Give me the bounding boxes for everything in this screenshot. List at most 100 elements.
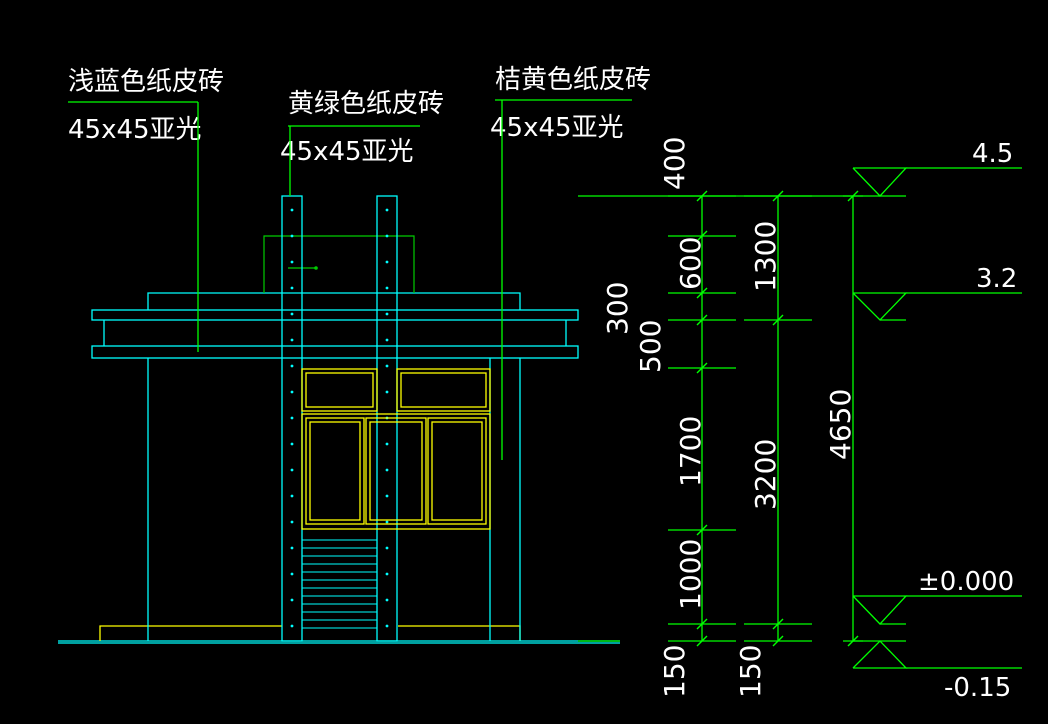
elevation-marker-3-2: 3.2 xyxy=(852,264,1022,321)
column-dot xyxy=(290,442,294,446)
col1-tick-slash xyxy=(696,524,708,536)
col1-tick-slash xyxy=(696,362,708,374)
transom-left xyxy=(301,368,378,412)
window-pane-3-inner xyxy=(431,421,483,521)
column-right-dots xyxy=(385,208,389,628)
dim-text-150-a: 150 xyxy=(658,645,691,698)
annotation-right: 桔黄色纸皮砖 45x45亚光 xyxy=(490,65,651,460)
window-pane-1-inner xyxy=(309,421,361,521)
column-dot xyxy=(290,416,294,420)
column-dot xyxy=(290,494,294,498)
elev-text-0: ±0.000 xyxy=(918,567,1014,597)
col3-tick-slash xyxy=(847,190,859,202)
dimension-system: 400 600 300 500 1700 1000 150 1300 3200 … xyxy=(578,137,906,698)
window-pane-2-inner xyxy=(369,421,423,521)
column-dot xyxy=(385,598,389,602)
dim-text-600: 600 xyxy=(674,237,707,290)
column-dot xyxy=(290,468,294,472)
note-middle-name: 黄绿色纸皮砖 xyxy=(288,89,444,119)
column-dot xyxy=(385,260,389,264)
roof-slab-bottom xyxy=(91,345,579,359)
note-left-name: 浅蓝色纸皮砖 xyxy=(68,67,224,97)
annotation-left: 浅蓝色纸皮砖 45x45亚光 xyxy=(68,67,224,352)
column-dot xyxy=(290,234,294,238)
column-dot xyxy=(290,624,294,628)
column-dot xyxy=(385,520,389,524)
column-dot xyxy=(385,572,389,576)
elev-text-3-2: 3.2 xyxy=(976,264,1017,294)
dim-text-500: 500 xyxy=(634,320,667,373)
column-dot xyxy=(385,312,389,316)
column-left-dots xyxy=(290,208,294,628)
transom-right xyxy=(396,368,491,412)
column-dot xyxy=(385,442,389,446)
elevation-marker-minus: -0.15 xyxy=(852,640,1022,703)
elevation-marker-4-5: 4.5 xyxy=(852,139,1022,197)
dim-text-4650: 4650 xyxy=(824,389,857,460)
building-elevation xyxy=(58,195,620,644)
elevation-markers: 4.5 3.2 ±0.000 -0.15 xyxy=(852,139,1022,703)
dim-text-1700: 1700 xyxy=(674,416,707,487)
col2-tick-slash xyxy=(772,635,784,647)
window-pane-3 xyxy=(427,417,487,525)
column-dot xyxy=(385,546,389,550)
column-dot xyxy=(385,286,389,290)
col2-tick-slash xyxy=(772,190,784,202)
steps xyxy=(302,539,377,629)
col1-tick-slash xyxy=(696,635,708,647)
col2-tick-slash xyxy=(772,618,784,630)
upper-box xyxy=(263,235,415,293)
column-dot xyxy=(290,260,294,264)
window-frame xyxy=(301,413,491,530)
dim-text-300: 300 xyxy=(601,282,634,335)
column-dot xyxy=(290,312,294,316)
elev-text-4-5: 4.5 xyxy=(972,139,1013,169)
column-dot xyxy=(290,338,294,342)
column-dot xyxy=(385,338,389,342)
col1-tick-slash xyxy=(696,230,708,242)
col1-tick-slash xyxy=(696,287,708,299)
dim-text-1300: 1300 xyxy=(749,221,782,292)
elev-4-5-triangle xyxy=(852,167,908,197)
dim-text-150-b: 150 xyxy=(734,645,767,698)
elev-minus-triangle xyxy=(852,640,908,669)
column-dot xyxy=(290,572,294,576)
upper-leader-dot xyxy=(314,266,318,270)
plinth-right xyxy=(398,625,521,641)
column-dot xyxy=(385,234,389,238)
column-dot xyxy=(290,520,294,524)
plinth-left xyxy=(99,625,282,641)
col2-tick-slash xyxy=(772,314,784,326)
dimension-ticks xyxy=(668,190,863,647)
col1-tick-slash xyxy=(696,314,708,326)
dim-text-1000: 1000 xyxy=(674,539,707,610)
column-dot xyxy=(290,546,294,550)
elev-text-minus: -0.15 xyxy=(944,673,1011,703)
column-dot xyxy=(290,364,294,368)
note-right-spec: 45x45亚光 xyxy=(490,113,624,143)
column-dot xyxy=(385,364,389,368)
note-left-spec: 45x45亚光 xyxy=(68,115,202,145)
column-dot xyxy=(385,624,389,628)
col1-tick-slash xyxy=(696,190,708,202)
note-right-name: 桔黄色纸皮砖 xyxy=(495,65,651,95)
roof-slab-top xyxy=(91,309,579,321)
annotation-middle: 黄绿色纸皮砖 45x45亚光 xyxy=(280,89,444,196)
column-dot xyxy=(385,208,389,212)
column-dot xyxy=(290,208,294,212)
column-dot xyxy=(290,598,294,602)
column-dot xyxy=(290,390,294,394)
column-dot xyxy=(385,468,389,472)
note-middle-spec: 45x45亚光 xyxy=(280,137,414,167)
elev-0-triangle xyxy=(852,595,908,625)
elevation-marker-0: ±0.000 xyxy=(852,567,1022,625)
transom-right-inner xyxy=(400,372,487,408)
dim-text-3200: 3200 xyxy=(749,439,782,510)
column-dot xyxy=(385,390,389,394)
column-dot xyxy=(385,494,389,498)
elev-3-2-triangle xyxy=(852,292,908,321)
column-dot xyxy=(290,286,294,290)
window-pane-1 xyxy=(305,417,365,525)
